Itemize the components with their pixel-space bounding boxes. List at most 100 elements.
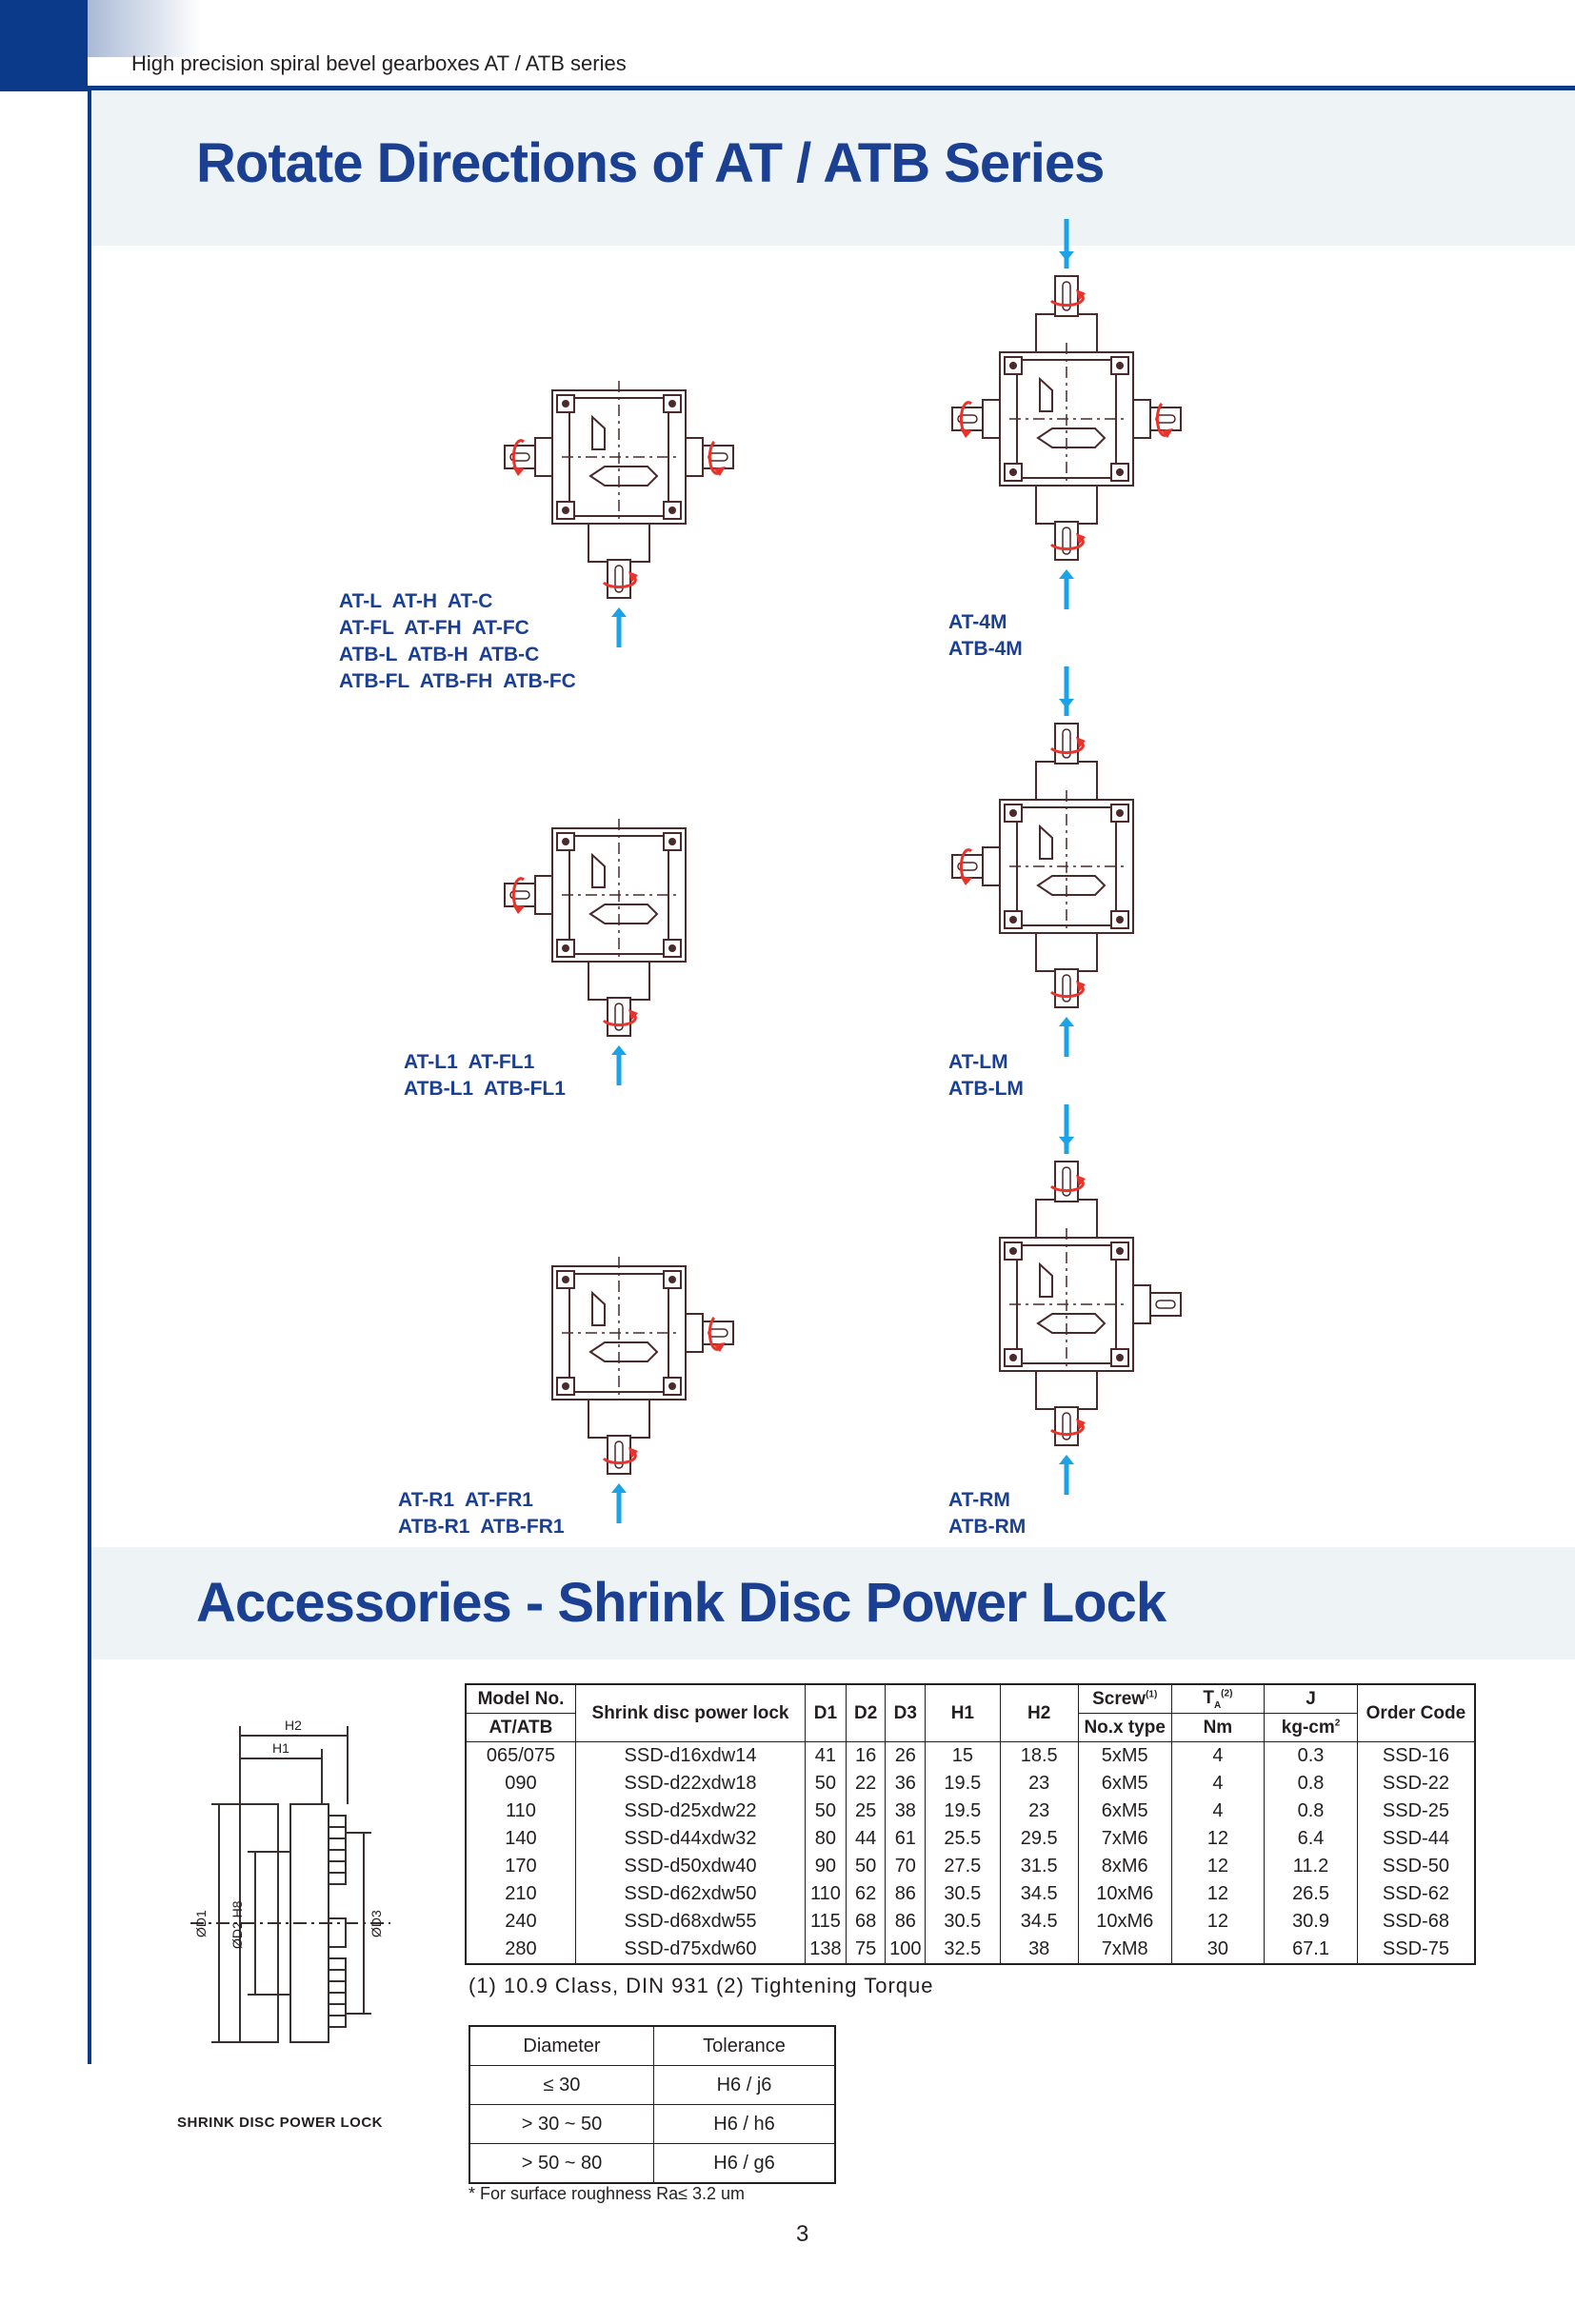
gearbox-diagram-6 [999, 1104, 1182, 1495]
label-line: ATB-LM [948, 1078, 1024, 1100]
bolt-hole-icon [1116, 468, 1124, 476]
drawing-outline [1035, 485, 1098, 525]
drawing-outline [702, 445, 734, 469]
table-cell: SSD-d62xdw50 [574, 1880, 807, 1908]
rotation-arrowhead-icon [1076, 737, 1086, 748]
table-cell: 6xM5 [1077, 1770, 1172, 1798]
table-cell: 34.5 [999, 1908, 1079, 1936]
drawing-outline [1035, 932, 1098, 972]
ta-sub: A [1213, 1699, 1222, 1711]
bolt-hole-icon [668, 838, 676, 845]
input-arrowhead-icon [1059, 1455, 1074, 1464]
table-cell: 15 [925, 1741, 1001, 1770]
section1-title: Rotate Directions of AT / ATB Series [196, 132, 1105, 194]
table-cell: SSD-44 [1356, 1825, 1476, 1853]
table-cell: SSD-25 [1356, 1798, 1476, 1825]
col-h1: H1 [925, 1683, 1001, 1742]
table-cell: 30.5 [925, 1908, 1001, 1936]
drawing-outline [534, 875, 553, 915]
keyway [614, 1003, 624, 1031]
label-line: ATB-4M [948, 638, 1023, 660]
diagram-2-label: AT-4M ATB-4M [948, 609, 1023, 663]
drawing-outline [1035, 1370, 1098, 1410]
dim-d3: ØD3 [369, 1910, 384, 1937]
input-arrowhead-icon [611, 1045, 627, 1055]
table-cell: 4 [1170, 1798, 1266, 1825]
table-cell: 38 [885, 1798, 927, 1825]
table-row: ≤ 30 H6 / j6 [469, 2065, 836, 2105]
drawing-outline [588, 1399, 650, 1439]
rotation-arrow-icon [602, 1451, 637, 1465]
table-cell: 6xM5 [1077, 1798, 1172, 1825]
table-cell: 25 [845, 1798, 887, 1825]
col-screw-bottom: No.x type [1077, 1713, 1172, 1742]
table-cell: 12 [1170, 1908, 1266, 1936]
table-cell: 12 [1170, 1853, 1266, 1880]
rotation-arrowhead-icon [713, 1342, 726, 1352]
keyway [509, 890, 530, 900]
drawing-outline [588, 523, 650, 563]
table-cell: SSD-22 [1356, 1770, 1476, 1798]
keyway [614, 565, 624, 593]
header-rule [88, 86, 1575, 90]
label-line: ATB-FL ATB-FH ATB-FC [339, 670, 576, 692]
table-cell: SSD-d50xdw40 [574, 1853, 807, 1880]
table-cell: 68 [845, 1908, 887, 1936]
table-cell: H6 / j6 [653, 2065, 836, 2105]
col-model-top: Model No. [465, 1683, 576, 1714]
table-cell: 41 [805, 1741, 847, 1770]
rotation-arrow-icon [708, 1316, 722, 1351]
gearbox-diagram-1 [504, 381, 734, 647]
diagram-6-label: AT-RM ATB-RM [948, 1487, 1026, 1540]
screw-footnote: (1) [1146, 1689, 1158, 1700]
table-cell: 90 [805, 1853, 847, 1880]
rotation-arrow-icon [1155, 402, 1169, 437]
table-cell: 140 [465, 1825, 576, 1853]
col-ta-bottom: Nm [1170, 1713, 1266, 1742]
spec-table-note: (1) 10.9 Class, DIN 931 (2) Tightening T… [469, 1974, 934, 1997]
rotation-arrow-icon [1049, 537, 1085, 551]
table-cell: 80 [805, 1825, 847, 1853]
bolt-hole-icon [1116, 916, 1124, 924]
table-cell: 30 [1170, 1936, 1266, 1964]
col-ta: TA(2) [1170, 1683, 1266, 1714]
table-cell: 4 [1170, 1741, 1266, 1770]
table-cell: 27.5 [925, 1853, 1001, 1880]
table-cell: 18.5 [999, 1741, 1079, 1770]
rotation-arrowhead-icon [960, 876, 972, 885]
col-model-bottom: AT/ATB [465, 1713, 576, 1742]
table-cell: SSD-50 [1356, 1853, 1476, 1880]
input-arrowhead-icon [1059, 699, 1074, 708]
bolt-hole-icon [562, 944, 569, 952]
bolt-hole-icon [562, 507, 569, 514]
table-cell: 10xM6 [1077, 1908, 1172, 1936]
table-cell: 065/075 [465, 1741, 576, 1770]
rotation-arrowhead-icon [628, 1009, 638, 1021]
tolerance-note: * For surface roughness Ra≤ 3.2 um [469, 2184, 746, 2203]
dim-d1: ØD1 [193, 1910, 209, 1937]
bolt-hole-icon [562, 1382, 569, 1390]
drawing-outline [504, 883, 536, 907]
gear-outline [588, 1341, 659, 1362]
rotation-arrow-icon [602, 1013, 637, 1027]
drawing-outline [534, 437, 553, 477]
table-cell: SSD-68 [1356, 1908, 1476, 1936]
table-cell: SSD-d16xdw14 [574, 1741, 807, 1770]
table-cell: 19.5 [925, 1770, 1001, 1798]
keyway [1062, 974, 1071, 1003]
table-cell: 16 [845, 1741, 887, 1770]
table-cell: 12 [1170, 1880, 1266, 1908]
table-cell: 31.5 [999, 1853, 1079, 1880]
rotation-arrowhead-icon [960, 428, 972, 438]
table-cell: 138 [805, 1936, 847, 1964]
bolt-hole-icon [1116, 362, 1124, 369]
drawing-outline [588, 961, 650, 1001]
col-tolerance: Tolerance [653, 2025, 836, 2066]
gear-outline [1036, 427, 1106, 448]
bolt-hole-icon [562, 838, 569, 845]
